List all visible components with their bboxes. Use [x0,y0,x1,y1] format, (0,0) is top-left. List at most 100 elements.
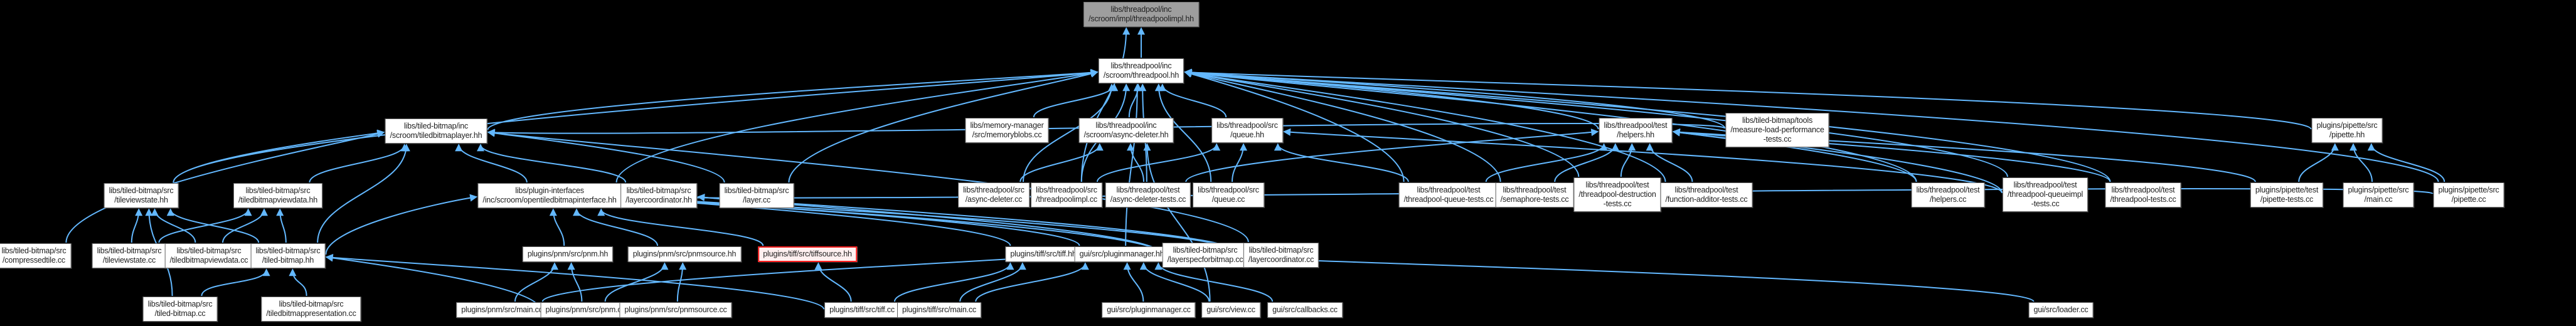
include-edge-tiffcc-to-tbhh [325,253,825,310]
graph-node-ct[interactable]: libs/tiled-bitmap/src/compressedtile.cc [0,243,72,268]
graph-node-ldcc[interactable]: gui/src/loader.cc [2028,302,2094,318]
graph-node-hcc[interactable]: libs/threadpool/test/helpers.cc [1911,182,1985,208]
graph-node-adt[interactable]: libs/threadpool/test/async-deleter-tests… [1105,182,1191,208]
graph-node-label: -tests.cc [2031,199,2060,208]
graph-node-label: /threadpool-destruction [1578,190,1656,199]
graph-node-tiffcc[interactable]: plugins/tiff/src/tiff.cc [824,302,900,318]
include-edge-adc-to-adh [1019,143,1104,182]
graph-node-pmh[interactable]: gui/src/pluginmanager.hh [1074,246,1169,262]
graph-node-tpdt[interactable]: libs/threadpool/test/threadpool-destruct… [1573,177,1661,212]
graph-node-label: libs/threadpool/src [1198,186,1259,194]
graph-node-label: /pipette-tests.cc [2260,195,2314,204]
include-edge-pnmcc-to-tbhh [325,254,541,310]
graph-node-tbvdc[interactable]: libs/tiled-bitmap/src/tiledbitmapviewdat… [164,243,253,268]
graph-node-label: libs/threadpool/test [1674,186,1738,194]
graph-node-pipt[interactable]: plugins/pipette/test/pipette-tests.cc [2250,182,2324,208]
graph-node-label: /layer.cc [742,196,771,204]
graph-node-tvsc[interactable]: libs/tiled-bitmap/src/tileviewstate.cc [92,243,167,268]
graph-node-label: libs/memory-manager [970,121,1044,130]
include-edge-pipm-to-pip [2350,143,2373,182]
graph-node-pipc[interactable]: plugins/pipette/src/pipette.cc [2433,182,2504,208]
graph-node-ml[interactable]: libs/tiled-bitmap/tools/measure-load-per… [1725,113,1829,147]
include-edge-tpqi-to-hh [1672,129,2003,194]
graph-node-label: /measure-load-performance [1730,125,1824,134]
include-edge-pnmscc-to-pnmsh [676,262,687,302]
include-edge-tbhh-to-tvsh [166,208,260,243]
graph-node-label: libs/threadpool/test [2013,181,2077,189]
graph-node-viewcc[interactable]: gui/src/view.cc [1201,302,1260,318]
graph-node-qcc[interactable]: libs/threadpool/src/queue.cc [1193,182,1264,208]
graph-node-label: plugins/pnm/src/main.cc [461,305,543,314]
graph-node-pipm[interactable]: plugins/pipette/src/main.cc [2343,182,2414,208]
include-edge-tbhh-to-tbl [317,144,410,243]
include-edge-otbi-to-tbl [455,144,528,183]
graph-node-otbi[interactable]: libs/plugin-interfaces/inc/scroom/openti… [477,183,622,208]
graph-node-label: /compressedtile.cc [3,256,65,265]
include-edge-pnmcc-to-pnmsh [604,262,669,302]
include-edge-tbhh-to-tbvdh [276,208,287,243]
graph-node-label: /layercoordinator.cc [1248,255,1314,264]
graph-node-label: /helpers.cc [1929,195,1967,204]
graph-node-tbpres[interactable]: libs/tiled-bitmap/src/tiledbitmappresent… [261,297,361,322]
graph-node-label: /tileviewstate.cc [102,256,156,265]
graph-node-mb[interactable]: libs/memory-manager/src/memoryblobs.cc [965,118,1049,143]
graph-node-pnmm[interactable]: plugins/pnm/src/main.cc [456,302,548,318]
graph-node-cbcc[interactable]: gui/src/callbacks.cc [1267,302,1343,318]
graph-node-hh[interactable]: libs/threadpool/test/helpers.hh [1599,118,1673,143]
graph-node-label: -tests.cc [1603,199,1632,208]
include-edge-tpdt-to-tp [1184,70,1580,177]
graph-node-tiffh[interactable]: plugins/tiff/src/tiff.hh [1005,246,1082,262]
graph-node-label: /scroom/impl/threadpoolimpl.hh [1088,14,1194,23]
graph-node-label: /tiledbitmappresentation.cc [266,309,356,318]
graph-node-tbhh[interactable]: libs/tiled-bitmap/src/tiled-bitmap.hh [250,243,326,268]
graph-node-pnmscc[interactable]: plugins/pnm/src/pnmsource.cc [619,302,732,318]
graph-node-tiffsh[interactable]: plugins/tiff/src/tiffsource.hh [758,246,857,262]
graph-node-tpic[interactable]: libs/threadpool/src/threadpoolimpl.cc [1031,182,1102,208]
graph-node-label: libs/tiled-bitmap/src [1173,246,1238,255]
graph-node-tbl[interactable]: libs/tiled-bitmap/inc/scroom/tiledbitmap… [385,118,487,144]
graph-node-lsfb[interactable]: libs/tiled-bitmap/src/layerspecforbitmap… [1162,243,1248,268]
include-edge-otbi-to-tp [615,69,1099,183]
include-edge-tbhh-to-otbi [325,194,478,255]
graph-node-tiffm[interactable]: plugins/tiff/src/main.cc [897,302,981,318]
graph-node-semt[interactable]: libs/threadpool/test/semaphore-tests.cc [1495,182,1574,208]
graph-node-impl[interactable]: libs/threadpool/inc/scroom/impl/threadpo… [1083,2,1199,27]
graph-node-fat[interactable]: libs/threadpool/test/function-additor-te… [1660,182,1753,208]
graph-node-pmcc[interactable]: gui/src/pluginmanager.cc [1102,302,1196,318]
graph-node-lcc2[interactable]: libs/tiled-bitmap/src/layercoordinator.c… [1243,243,1319,268]
graph-node-label: plugins/pipette/test [2255,186,2319,194]
graph-node-tpqt[interactable]: libs/threadpool/test/threadpool-queue-te… [1398,182,1499,208]
graph-node-label: /queue.hh [1230,130,1264,139]
include-edge-pmcc-to-pmh [1123,262,1144,302]
graph-node-label: libs/threadpool/inc [1110,5,1172,14]
graph-node-label: libs/threadpool/src [1036,186,1097,194]
graph-node-label: /tiled-bitmap.hh [262,256,314,265]
graph-node-tpt[interactable]: libs/threadpool/test/threadpool-tests.cc [2105,182,2181,208]
include-edge-tvsc-to-tvsh [130,208,143,243]
graph-node-label: /function-additor-tests.cc [1665,195,1748,204]
graph-node-pnmh[interactable]: plugins/pnm/src/pnm.hh [522,246,614,262]
graph-node-tvsh[interactable]: libs/tiled-bitmap/src/tileviewstate.hh [104,183,179,208]
graph-node-tbvdh[interactable]: libs/tiled-bitmap/src/tiledbitmapviewdat… [233,183,323,208]
graph-node-pnmcc[interactable]: plugins/pnm/src/pnm.cc [540,302,631,318]
include-edge-cbcc-to-pmh [1154,262,1274,302]
graph-node-pip[interactable]: plugins/pipette/src/pipette.hh [2311,118,2383,143]
graph-node-tbcc[interactable]: libs/tiled-bitmap/src/tiled-bitmap.cc [142,297,218,322]
graph-node-label: /pipette.cc [2451,195,2486,204]
include-edge-layercc-to-tbl [487,129,725,183]
graph-node-layercc[interactable]: libs/tiled-bitmap/src/layer.cc [719,183,794,208]
graph-node-qh[interactable]: libs/threadpool/src/queue.hh [1211,118,1283,143]
graph-node-adh[interactable]: libs/threadpool/inc/scroom/async-deleter… [1078,118,1174,143]
graph-node-pnmsh[interactable]: plugins/pnm/src/pnmsource.hh [627,246,742,262]
include-edge-tbl-to-tp [487,68,1099,130]
graph-node-tpqi[interactable]: libs/threadpool/test/threadpool-queueimp… [2002,177,2089,212]
include-edge-semt-to-tp [1184,70,1501,182]
graph-node-lch[interactable]: libs/tiled-bitmap/src/layercoordinator.h… [620,183,697,208]
graph-node-label: libs/threadpool/inc [1110,61,1172,70]
graph-node-tp[interactable]: libs/threadpool/inc/scroom/threadpool.hh [1098,58,1184,83]
include-edge-pmh-to-tp [1125,83,1141,246]
graph-node-adc[interactable]: libs/threadpool/src/async-deleter.cc [958,182,1030,208]
include-edge-mb-to-tp [1033,83,1119,118]
include-edge-fat-to-hh [1646,143,1693,182]
include-edge-tpdt-to-hh [1620,143,1636,177]
